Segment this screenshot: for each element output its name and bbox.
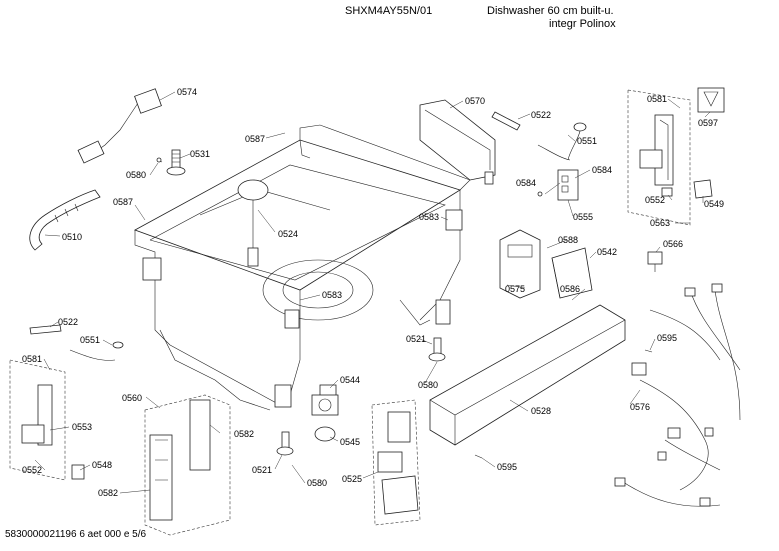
part-0510-hose [29,189,101,251]
part-0574-harness [77,88,162,164]
part-label: 0584 [592,165,613,175]
part-0570-bracket [419,99,496,185]
part-0542-cover [551,247,593,299]
part-label: 0583 [322,290,343,300]
part-0575-housing [499,229,541,299]
model-number: SHXM4AY55N/01 [345,5,433,17]
part-0525-dispenser-group [371,399,421,526]
part-0580-small-screw [156,157,163,163]
part-0524-float [237,179,269,267]
part-label: 0570 [465,96,486,106]
part-label: 0545 [340,437,361,447]
part-0549-bracket [693,179,713,199]
part-label: 0563 [650,218,671,228]
part-label: 0544 [340,375,361,385]
part-0576-wiring [614,283,741,507]
part-label: 0587 [113,197,134,207]
part-label: 0548 [92,460,113,470]
description-line2: integr Polinox [549,18,616,30]
part-label: 0542 [597,247,618,257]
part-0583-clip [445,209,463,231]
part-label: 0580 [126,170,147,180]
part-0597-warning-sign [697,87,725,113]
part-label: 0560 [122,393,143,403]
part-0545-seal [314,426,336,442]
part-label: 0522 [531,110,552,120]
leader-lines [34,91,711,494]
part-0521-screw-a [428,337,446,362]
part-label: 0551 [577,136,598,146]
part-label: 0522 [58,317,79,327]
part-0566-plug [647,251,663,272]
part-label: 0580 [307,478,328,488]
part-label: 0521 [406,334,427,344]
part-label: 0575 [505,284,526,294]
part-0560-hinge-arm-group [144,394,231,536]
part-label: 0576 [630,402,651,412]
part-label: 0549 [704,199,725,209]
part-label: 0521 [252,465,273,475]
part-label: 0595 [497,462,518,472]
part-0522-pin [491,111,521,131]
part-0528-control-panel [429,304,626,446]
part-0595-screw [474,349,653,459]
part-label: 0581 [647,94,668,104]
part-0544-valve [311,384,339,416]
part-label: 0524 [278,229,299,239]
part-label: 0588 [558,235,579,245]
part-label: 0580 [418,380,439,390]
part-label: 0584 [516,178,537,188]
part-0551-sensor [537,122,587,161]
part-label: 0552 [645,195,666,205]
part-label: 0552 [22,465,43,475]
part-label: 0595 [657,333,678,343]
tub-frame [134,124,471,411]
part-0522-pin-left [29,324,62,335]
description-line1: Dishwasher 60 cm built-u. [487,5,614,17]
part-label: 0551 [80,335,101,345]
part-label: 0574 [177,87,198,97]
part-label: 0566 [663,239,684,249]
part-0563-hinge-group [627,89,691,226]
part-0555-latch [537,169,579,201]
part-label: 0583 [419,212,440,222]
part-0548-clip [71,464,85,480]
part-0553-hinge-group-left [9,359,66,481]
part-label: 0555 [573,212,594,222]
part-label: 0582 [234,429,255,439]
part-label: 0597 [698,118,719,128]
part-label: 0531 [190,149,211,159]
part-0531-screw [166,149,186,176]
part-label: 0553 [72,422,93,432]
part-0521-screw-b [276,431,294,456]
part-label: 0528 [531,406,552,416]
document-reference: 5830000021196 6 aet 000 e 5/6 [5,529,147,540]
part-label: 0582 [98,488,119,498]
part-label: 0581 [22,354,43,364]
part-label: 0587 [245,134,266,144]
part-label: 0586 [560,284,581,294]
part-label: 0525 [342,474,363,484]
part-0551-sensor-left [69,341,124,361]
part-label: 0510 [62,232,83,242]
